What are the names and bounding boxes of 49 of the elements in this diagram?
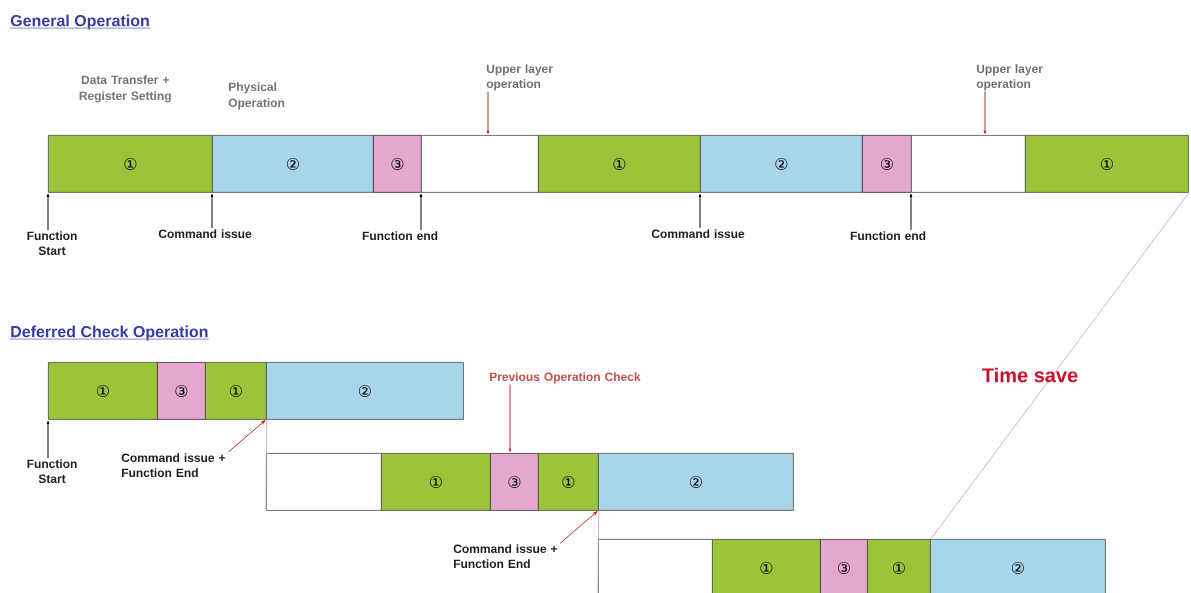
timeline-segment: ② bbox=[930, 539, 1106, 593]
annotation-text: Time save bbox=[982, 367, 1078, 383]
arrow bbox=[227, 420, 266, 453]
annotation-text: Previous Operation Check bbox=[490, 372, 641, 384]
arrow bbox=[698, 193, 702, 229]
annotation-text: Function end bbox=[362, 231, 438, 240]
timeline-segment: ③ bbox=[862, 135, 912, 193]
annotation-text: Command issue bbox=[158, 229, 252, 238]
annotation-text: Command issue + Function End bbox=[121, 453, 226, 477]
timeline-segment: ② bbox=[266, 362, 464, 420]
timeline-segment: ③ bbox=[373, 135, 422, 193]
arrow bbox=[419, 193, 423, 231]
timeline-segment: ② bbox=[212, 135, 374, 193]
annotation-text: Function Start bbox=[27, 459, 77, 483]
connector-line bbox=[930, 192, 1190, 540]
timeline-segment: ③ bbox=[820, 539, 868, 593]
section-heading: Deferred Check Operation bbox=[9, 325, 210, 341]
timeline-segment: ③ bbox=[490, 453, 539, 511]
timeline-segment: ① bbox=[48, 362, 158, 420]
timeline-segment: ② bbox=[598, 453, 794, 511]
timeline-segment: ① bbox=[538, 135, 701, 193]
section-heading: General Operation bbox=[9, 14, 151, 30]
annotation-text: Command issue + Function End bbox=[453, 544, 558, 568]
annotation-text: Upper layer operation bbox=[976, 64, 1043, 91]
timeline-segment: ① bbox=[712, 539, 821, 593]
arrow bbox=[46, 420, 50, 459]
timeline-segment: ② bbox=[700, 135, 863, 193]
timeline-segment: ① bbox=[1025, 135, 1189, 193]
timeline-segment: ① bbox=[48, 135, 213, 193]
annotation-text: Function Start bbox=[27, 231, 77, 255]
annotation-text: Function end bbox=[850, 231, 926, 240]
arrow bbox=[909, 193, 913, 231]
arrow bbox=[210, 193, 214, 229]
connector-line bbox=[265, 419, 268, 512]
timeline-segment: ① bbox=[538, 453, 599, 511]
annotation-text: Upper layer operation bbox=[486, 64, 553, 91]
connector-line bbox=[597, 510, 600, 593]
segment-caption: Data Transfer + Register Setting bbox=[79, 75, 171, 103]
arrow bbox=[508, 384, 512, 452]
arrow bbox=[46, 193, 50, 231]
arrow bbox=[486, 91, 490, 134]
timeline-segment: ① bbox=[867, 539, 931, 593]
arrow bbox=[983, 91, 987, 134]
segment-caption: Physical Operation bbox=[228, 82, 285, 110]
timeline-segment: ③ bbox=[157, 362, 206, 420]
annotation-text: Command issue bbox=[651, 229, 745, 238]
timeline-segment: ① bbox=[381, 453, 491, 511]
arrow bbox=[559, 511, 598, 544]
timeline-segment: ① bbox=[205, 362, 267, 420]
